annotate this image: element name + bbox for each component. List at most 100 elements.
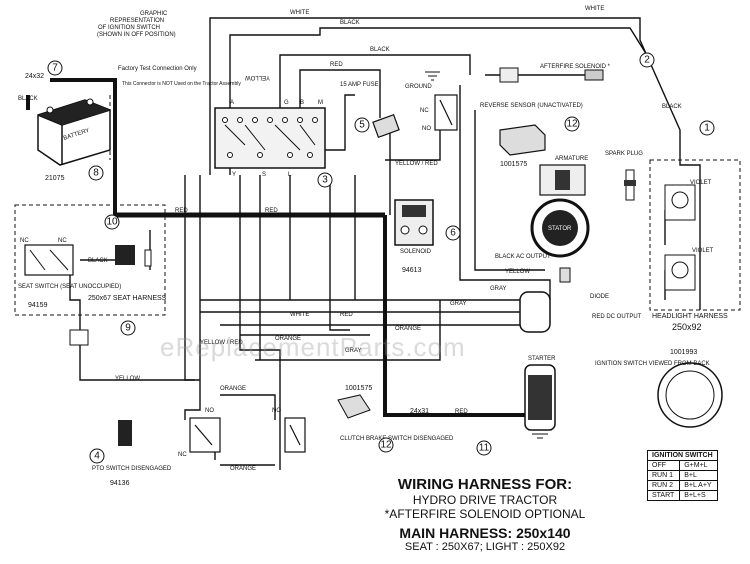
svg-text:1: 1 <box>704 123 710 134</box>
wire-label-yellow-seat: YELLOW <box>115 376 140 382</box>
clutch-switch-label: CLUTCH BRAKE SWITCH DISENGAGED <box>340 436 454 442</box>
pto-switch-part: 94136 <box>110 480 130 487</box>
ign-row-pos: RUN 2 <box>646 480 681 491</box>
cable-24x31: 24x31 <box>410 408 429 415</box>
terminal-l: L <box>288 172 292 178</box>
watermark: eReplacementParts.com <box>160 332 466 362</box>
wire-red-fuse <box>299 69 381 118</box>
wire-yellow-v <box>329 175 350 331</box>
ignition-table-header: IGNITION SWITCH <box>647 450 718 461</box>
svg-text:5: 5 <box>359 120 365 131</box>
label-nc-top: NC <box>420 108 429 114</box>
title-line1: WIRING HARNESS FOR: <box>397 476 573 493</box>
wire-label-yellow-upside: YELLOW <box>245 74 270 80</box>
wire-label-red-1: RED <box>330 62 343 68</box>
wire-yellow-right <box>474 110 545 271</box>
terminal-m: M <box>318 100 323 106</box>
wire-label-yellow-stator: YELLOW <box>505 269 530 275</box>
wire-label-black-1: BLACK <box>340 20 360 26</box>
label-nc-pto: NC <box>178 452 187 458</box>
wire-label-red-starter: RED <box>455 409 468 415</box>
seat-connector <box>115 245 152 267</box>
label-nc-seat-2: NC <box>58 238 67 244</box>
wire-label-black-seat: BLACK <box>88 258 108 264</box>
reverse-sensor-part: 1001575 <box>500 161 527 168</box>
solenoid-part: 94613 <box>402 267 422 274</box>
ign-row-conn: B+L+S <box>679 490 718 501</box>
callout-8: 8 <box>88 165 104 181</box>
wire-label-black-3: BLACK <box>662 104 682 110</box>
fuse <box>372 113 400 139</box>
ground-symbols <box>425 71 552 439</box>
wire-label-red-bus: RED <box>175 208 188 214</box>
callout-9: 9 <box>120 320 136 336</box>
callout-7: 7 <box>47 60 63 76</box>
diode-label: DIODE <box>590 294 609 300</box>
ign-row-pos: RUN 1 <box>646 470 681 481</box>
wire-label-red-bus-2: RED <box>265 208 278 214</box>
headlight-label: HEADLIGHT HARNESS <box>652 313 728 320</box>
ign-row-pos: START <box>646 490 681 501</box>
fuse-label: 15 AMP FUSE <box>340 82 379 88</box>
seat-plug <box>69 329 89 346</box>
diode <box>559 267 571 283</box>
wire-label-gray-harness: GRAY <box>450 301 467 307</box>
factory-note-label: This Connector is NOT Used on the Tracto… <box>122 81 241 87</box>
wire-label-yellow-red-h: YELLOW / RED <box>200 340 243 346</box>
pto-switch-label: PTO SWITCH DISENGAGED <box>92 466 172 472</box>
svg-text:9: 9 <box>125 323 131 334</box>
armature-label: ARMATURE <box>555 156 588 162</box>
callout-10: 10 <box>104 214 120 230</box>
svg-text:4: 4 <box>94 451 100 462</box>
cable-24x32: 24x32 <box>25 73 44 80</box>
svg-text:10: 10 <box>106 217 118 228</box>
ground-label: GROUND <box>405 84 432 90</box>
wire-black-top <box>229 27 651 175</box>
ignition-switch-graphic <box>214 107 326 169</box>
terminal-y: Y <box>232 172 236 178</box>
wire-label-white-2: WHITE <box>585 6 604 12</box>
battery <box>37 98 111 166</box>
pto-switch-contacts <box>189 417 306 453</box>
wire-label-orange-harness: ORANGE <box>395 326 421 332</box>
solenoid <box>394 199 434 246</box>
wire-battery-bus <box>100 78 117 215</box>
wire-yellow-red-right <box>385 130 441 161</box>
stator-label: STATOR <box>548 226 572 232</box>
headlight-lower <box>664 254 696 291</box>
label-no-clutch: NO <box>272 408 281 414</box>
seat-switch-part: 94159 <box>28 302 48 309</box>
wire-label-violet-2: VIOLET <box>692 248 714 254</box>
terminal-g: G <box>284 100 289 106</box>
connector-block <box>519 291 551 333</box>
label-no-top: NO <box>422 126 431 132</box>
relay-top <box>434 94 458 131</box>
factory-test-label: Factory Test Connection Only <box>118 66 197 72</box>
wire-label-white-harness: WHITE <box>290 312 309 318</box>
black-ac-label: BLACK AC OUTPUT <box>495 254 551 260</box>
clutch-part: 1001575 <box>345 385 372 392</box>
ign-row-conn: B+L <box>679 470 718 481</box>
label-graphic-rep-4: (SHOWN IN OFF POSITION) <box>97 32 176 38</box>
wire-yellow-switch <box>320 94 355 151</box>
wire-black-ground <box>279 54 471 110</box>
pto-switch-part <box>118 420 132 446</box>
ign-view-label: IGNITION SWITCH VIEWED FROM BACK <box>595 361 710 367</box>
wire-label-orange-h: ORANGE <box>275 336 301 342</box>
callout-6: 6 <box>445 225 461 241</box>
callout-4: 4 <box>89 448 105 464</box>
wire-label-orange-pto: ORANGE <box>220 386 246 392</box>
ign-row-conn: B+L A+Y <box>679 480 718 491</box>
wire-yellow-seat <box>69 270 200 381</box>
terminal-s: S <box>262 172 266 178</box>
afterfire-solenoid <box>499 67 604 83</box>
seat-switch-label: SEAT SWITCH (SEAT UNOCCUPIED) <box>18 284 121 290</box>
callout-1: 1 <box>699 120 715 136</box>
wire-orange-pto <box>220 394 276 420</box>
callout-2: 2 <box>639 52 655 68</box>
title-block: WIRING HARNESS FOR: HYDRO DRIVE TRACTOR … <box>355 476 615 553</box>
terminal-b: B <box>300 100 304 106</box>
red-dc-label: RED DC OUTPUT <box>592 314 642 320</box>
